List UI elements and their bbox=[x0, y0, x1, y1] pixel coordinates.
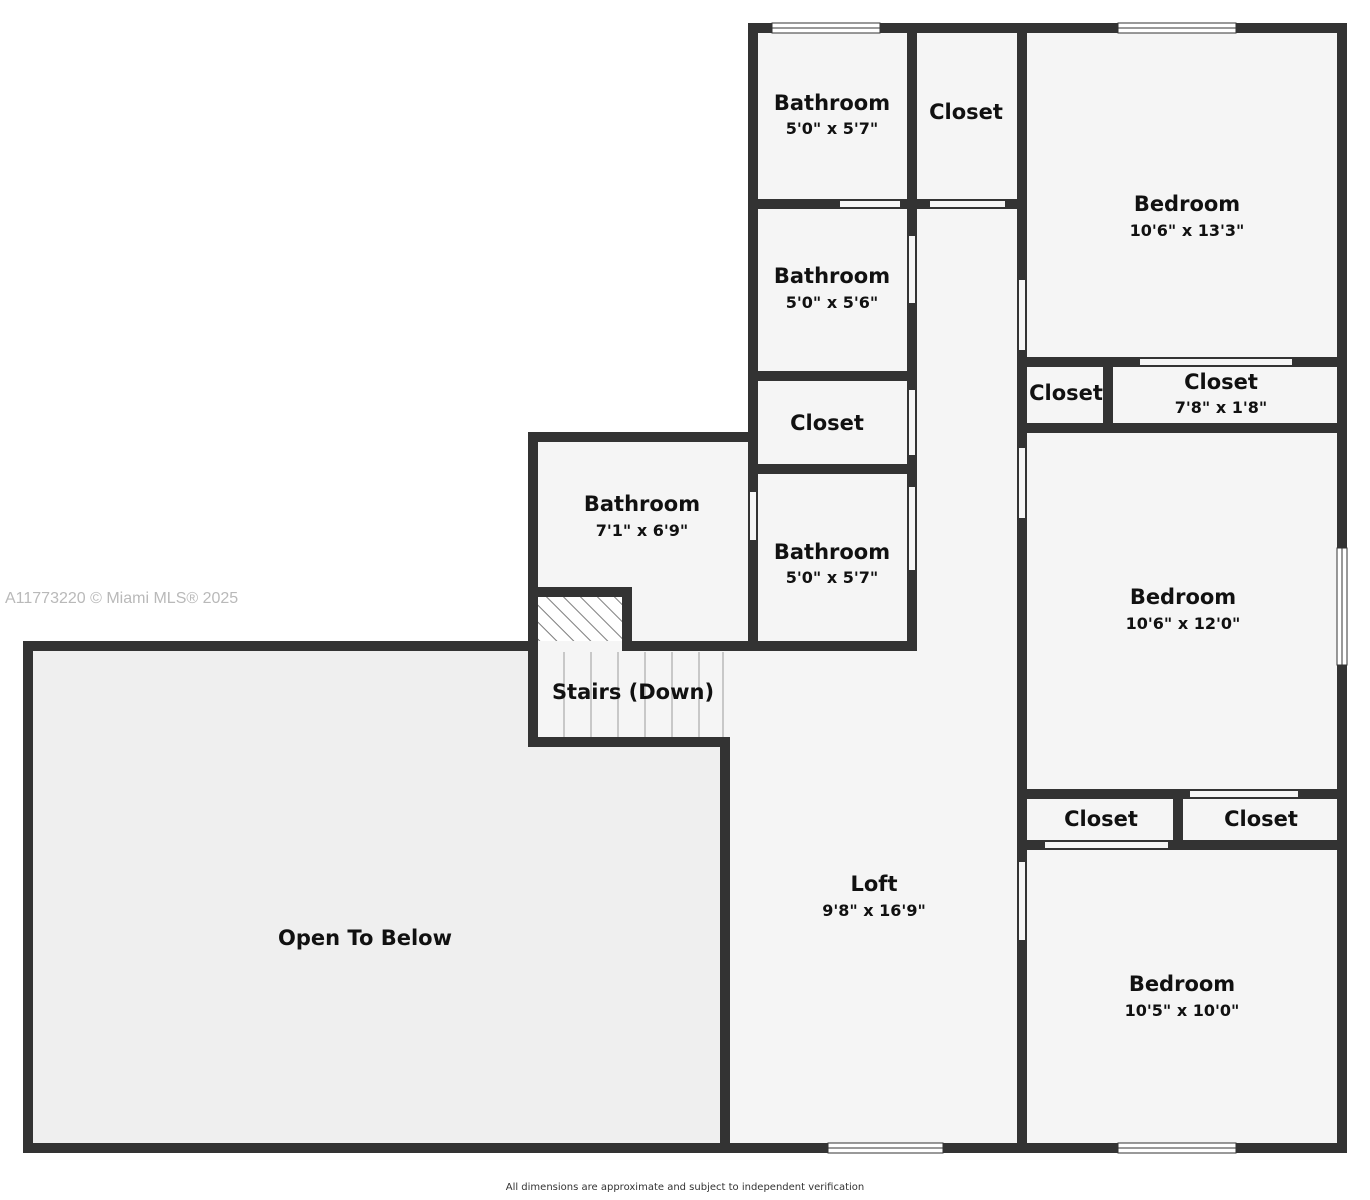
dims-bedroom-2: 10'6" x 12'0" bbox=[1126, 614, 1241, 633]
dims-bathroom-low: 5'0" x 5'7" bbox=[786, 568, 878, 587]
window-bottom-loft bbox=[827, 1142, 944, 1154]
dims-bathroom-mid: 5'0" x 5'6" bbox=[786, 293, 878, 312]
label-bathroom-low: Bathroom bbox=[774, 540, 890, 564]
disclaimer: All dimensions are approximate and subje… bbox=[505, 1182, 865, 1193]
label-bedroom-3: Bedroom bbox=[1129, 972, 1235, 996]
dims-bedroom-1: 10'6" x 13'3" bbox=[1130, 221, 1245, 240]
floors bbox=[28, 28, 1342, 1148]
label-open-to-below: Open To Below bbox=[278, 926, 452, 950]
floor-loft-lower bbox=[725, 646, 1025, 1148]
label-closet-wide: Closet bbox=[1184, 370, 1258, 394]
dims-bathroom-top: 5'0" x 5'7" bbox=[786, 119, 878, 138]
watermark: A11773220 © Miami MLS® 2025 bbox=[5, 590, 239, 607]
label-closet-left: Closet bbox=[1064, 807, 1138, 831]
label-stairs: Stairs (Down) bbox=[552, 680, 714, 704]
dims-closet-wide: 7'8" x 1'8" bbox=[1175, 398, 1267, 417]
label-bathroom-top: Bathroom bbox=[774, 91, 890, 115]
label-bathroom-left: Bathroom bbox=[584, 492, 700, 516]
dims-bedroom-3: 10'5" x 10'0" bbox=[1125, 1001, 1240, 1020]
openings bbox=[750, 201, 1298, 940]
label-closet-right: Closet bbox=[1224, 807, 1298, 831]
dims-loft: 9'8" x 16'9" bbox=[822, 901, 926, 920]
label-closet-mid: Closet bbox=[790, 411, 864, 435]
shaft-hatch bbox=[538, 597, 623, 641]
dims-bathroom-left: 7'1" x 6'9" bbox=[596, 521, 688, 540]
label-closet-small: Closet bbox=[1029, 381, 1103, 405]
window-top-left bbox=[771, 22, 881, 34]
window-right-side bbox=[1336, 547, 1348, 666]
label-bathroom-mid: Bathroom bbox=[774, 264, 890, 288]
label-bedroom-1: Bedroom bbox=[1134, 192, 1240, 216]
label-closet-top: Closet bbox=[929, 100, 1003, 124]
stair-treads bbox=[563, 652, 724, 738]
label-loft: Loft bbox=[851, 872, 898, 896]
label-bedroom-2: Bedroom bbox=[1130, 585, 1236, 609]
window-top-right bbox=[1117, 22, 1237, 34]
window-bottom-bedroom bbox=[1117, 1142, 1237, 1154]
room-labels: Bathroom 5'0" x 5'7" Closet Bedroom 10'6… bbox=[278, 91, 1298, 1020]
windows bbox=[771, 22, 1348, 1154]
